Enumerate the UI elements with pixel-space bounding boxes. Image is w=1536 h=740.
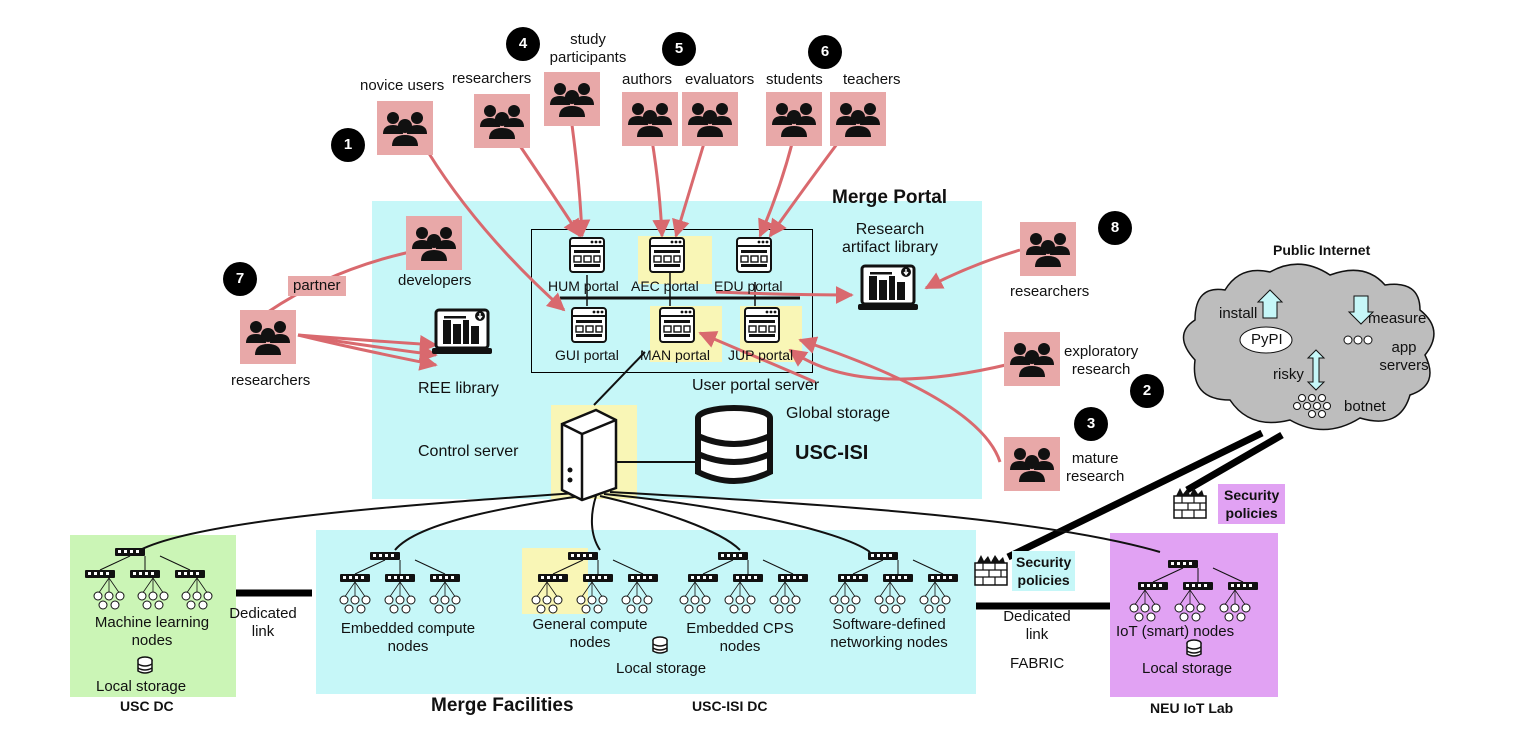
neu-iot-lab-label: NEU IoT Lab [1150,700,1234,716]
merge-facilities-title: Merge Facilities [431,695,574,716]
label-teachers: teachers [843,71,901,88]
badge-1: 1 [331,128,365,162]
label-developers: developers [398,272,472,289]
label-mature-research: mature research [1066,450,1125,485]
label-researchers-8: researchers [1010,283,1090,300]
usc-isi-dc-label: USC-ISI DC [692,698,768,714]
sdn-label: Software-defined networking nodes [830,616,948,651]
label-students: students [766,71,823,88]
control-server-label: Control server [418,443,519,460]
local-storage-label-1: Local storage [96,678,187,695]
global-storage-label: Global storage [786,405,891,422]
measure-label: measure [1368,310,1427,327]
embedded-cps-label: Embedded CPS nodes [686,620,794,655]
general-compute-label: General compute nodes [532,616,648,651]
dedicated-link-label-1: Dedicated link [229,605,297,640]
usc-dc-region [70,535,236,697]
risky-label: risky [1273,366,1304,383]
badge-3: 3 [1074,407,1108,441]
user-portal-server-frame [531,229,813,373]
badge-4: 4 [506,27,540,61]
badge-2: 2 [1130,374,1164,408]
label-novice-users: novice users [360,77,445,94]
label-study-participants: study participants [549,31,627,66]
badge-8: 8 [1098,211,1132,245]
label-exploratory-research: exploratory research [1064,343,1139,378]
control-server-icon [560,408,618,502]
app-servers-label: app servers [1379,339,1429,374]
user-portal-server-label: User portal server [692,377,820,394]
label-partner: partner [288,276,346,296]
dedicated-link-label-2: Dedicated link [1003,608,1071,643]
hum-portal-label: HUM portal [548,278,619,294]
badge-7: 7 [223,262,257,296]
pypi-label: PyPI [1251,331,1283,348]
public-internet-cloud [1182,263,1435,431]
local-storage-label-3: Local storage [1142,660,1233,677]
usc-dc-label: USC DC [120,698,174,714]
label-authors: authors [622,71,673,88]
man-portal-label: MAN portal [640,347,711,363]
ree-library-label: REE library [418,380,499,397]
badge-5: 5 [662,32,696,66]
usc-isi-label: USC-ISI [795,442,869,464]
jup-portal-label: JUP portal [728,347,794,363]
research-artifact-library-label: Research artifact library [841,221,939,256]
install-label: install [1219,305,1258,322]
gui-portal-label: GUI portal [555,347,619,363]
badge-6: 6 [808,35,842,69]
fabric-label: FABRIC [1010,655,1065,672]
merge-portal-title: Merge Portal [832,187,948,208]
label-researchers-4: researchers [452,70,532,87]
global-storage-icon [695,405,773,484]
label-researchers-7: researchers [231,372,311,389]
label-evaluators: evaluators [685,71,755,88]
embedded-compute-label: Embedded compute nodes [340,620,476,655]
iot-nodes-label: IoT (smart) nodes [1116,623,1235,640]
edu-portal-label: EDU portal [714,278,783,294]
aec-portal-label: AEC portal [631,278,699,294]
public-internet-title: Public Internet [1273,242,1371,258]
botnet-label: botnet [1344,398,1386,415]
security-policies-label-2: Security policies [1218,484,1286,524]
local-storage-label-2: Local storage [616,660,707,677]
ml-nodes-label: Machine learning nodes [94,614,210,649]
security-policies-label-1: Security policies [1012,551,1076,591]
